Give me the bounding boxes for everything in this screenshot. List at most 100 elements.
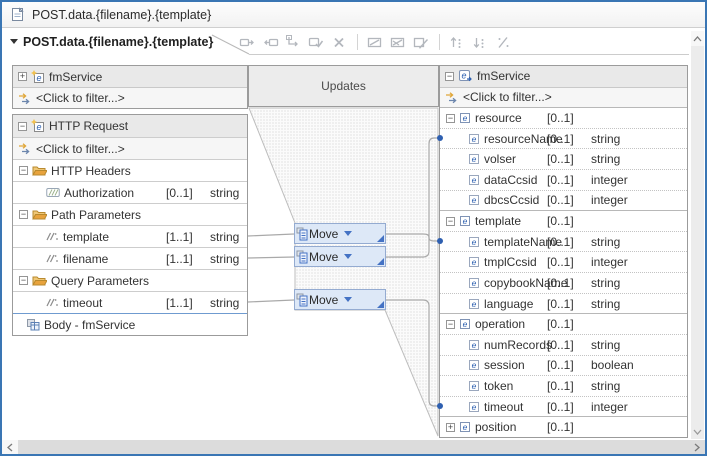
- wire-move1-to-templateName: [386, 233, 439, 242]
- body-row[interactable]: Body - fmService: [13, 313, 247, 335]
- element-row-session[interactable]: e session [0..1] boolean: [440, 354, 687, 376]
- active-map-tab[interactable]: POST.data.{filename}.{template}: [10, 28, 213, 55]
- cardinality: [0..1]: [547, 193, 574, 208]
- request-filter-row[interactable]: <Click to filter...>: [13, 137, 247, 159]
- cardinality: [0..1]: [547, 234, 574, 249]
- map-source-to-target-icon[interactable]: [239, 34, 256, 51]
- wire-timeout-to-move3: [247, 299, 295, 303]
- sort-ascending-icon[interactable]: [449, 34, 466, 51]
- wire-template-to-move1: [247, 233, 295, 237]
- element-row-template[interactable]: e template [0..1]: [440, 210, 687, 231]
- show-mapped-sources-icon[interactable]: [367, 34, 384, 51]
- field-label: template: [63, 229, 110, 244]
- element-row-resource[interactable]: e resource [0..1]: [440, 107, 687, 128]
- show-mapped-targets-icon[interactable]: [390, 34, 407, 51]
- field-row-template[interactable]: template [1..1] string: [13, 225, 247, 247]
- collapse-icon[interactable]: [445, 71, 454, 81]
- tab-dropdown-icon[interactable]: [10, 39, 18, 44]
- collapse-icon[interactable]: [19, 276, 28, 285]
- svg-text:e: e: [36, 122, 41, 132]
- global-element-icon: e: [31, 69, 44, 83]
- element-label: language: [484, 296, 534, 311]
- clear-filter-icon[interactable]: [495, 34, 512, 51]
- element-row-volser[interactable]: e volser [0..1] string: [440, 148, 687, 169]
- vertical-scrollbar[interactable]: [691, 31, 704, 439]
- http-request-title: HTTP Request: [49, 119, 129, 133]
- field-label: filename: [63, 251, 109, 266]
- transform-menu-icon[interactable]: [344, 231, 353, 236]
- element-row-position[interactable]: e position [0..1]: [440, 416, 687, 437]
- element-row-tmplCcsid[interactable]: e tmplCcsid [0..1] integer: [440, 251, 687, 272]
- element-label: dbcsCcsid: [484, 193, 540, 208]
- window-title: POST.data.{filename}.{template}: [32, 7, 212, 22]
- horizontal-scrollbar[interactable]: [2, 440, 705, 454]
- field-row-authorization[interactable]: Authorization [0..1] string: [13, 181, 247, 203]
- scroll-left-icon[interactable]: [2, 440, 18, 454]
- http-request-header[interactable]: e HTTP Request: [13, 115, 247, 137]
- field-row-timeout[interactable]: timeout [1..1] string: [13, 291, 247, 313]
- element-row-resourceName[interactable]: e resourceName [0..1] string: [440, 127, 687, 149]
- field-type: string: [210, 185, 240, 200]
- source-schema-header[interactable]: e fmService: [13, 66, 247, 87]
- group-row-query-parameters[interactable]: Query Parameters: [13, 269, 247, 291]
- group-row-path-parameters[interactable]: Path Parameters: [13, 203, 247, 225]
- element-row-dataCcsid[interactable]: e dataCcsid [0..1] integer: [440, 169, 687, 190]
- map-target-to-source-icon[interactable]: [262, 34, 279, 51]
- transform-corner-icon: [377, 235, 384, 242]
- field-row-filename[interactable]: filename [1..1] string: [13, 247, 247, 269]
- folder-icon: [32, 210, 47, 220]
- svg-text:e: e: [472, 195, 477, 205]
- move-transform-icon: [296, 250, 308, 264]
- cardinality: [0..1]: [547, 378, 574, 393]
- edit-map-icon[interactable]: [413, 34, 430, 51]
- element-row-token[interactable]: e token [0..1] string: [440, 375, 687, 396]
- move-transform-1[interactable]: Move: [294, 223, 386, 244]
- sort-descending-icon[interactable]: [472, 34, 489, 51]
- scroll-right-icon[interactable]: [689, 440, 705, 454]
- element-row-language[interactable]: e language [0..1] string: [440, 292, 687, 314]
- element-row-templateName[interactable]: e templateName [0..1] string: [440, 230, 687, 252]
- collapse-icon[interactable]: [446, 319, 455, 329]
- delete-transform-icon[interactable]: [331, 34, 348, 51]
- collapse-icon[interactable]: [18, 121, 27, 131]
- element-row-operation[interactable]: e operation [0..1]: [440, 313, 687, 334]
- scroll-up-icon[interactable]: [691, 31, 704, 46]
- move-transform-2[interactable]: Move: [294, 246, 386, 267]
- element-row-dbcsCcsid[interactable]: e dbcsCcsid [0..1] integer: [440, 189, 687, 211]
- collapse-icon[interactable]: [446, 216, 455, 226]
- auto-map-icon[interactable]: [308, 34, 325, 51]
- collapse-icon[interactable]: [446, 113, 455, 123]
- expand-icon[interactable]: [446, 422, 455, 432]
- element-icon: e: [469, 174, 479, 185]
- svg-text:e: e: [472, 154, 477, 164]
- source-filter-row[interactable]: <Click to filter...>: [13, 87, 247, 108]
- message-body-icon: [27, 319, 40, 331]
- create-connection-icon[interactable]: [285, 34, 302, 51]
- header-attribute-icon: [46, 188, 60, 197]
- transform-menu-icon[interactable]: [344, 254, 353, 259]
- field-type: string: [210, 295, 240, 310]
- element-icon: e: [469, 360, 479, 371]
- scroll-down-icon[interactable]: [691, 424, 704, 439]
- collapse-icon[interactable]: [19, 166, 28, 175]
- move-transform-3[interactable]: Move: [294, 289, 386, 310]
- element-icon: e: [460, 113, 470, 124]
- group-row-http-headers[interactable]: HTTP Headers: [13, 159, 247, 181]
- target-filter-row[interactable]: <Click to filter...>: [440, 86, 687, 108]
- collapse-icon[interactable]: [19, 210, 28, 219]
- transform-menu-icon[interactable]: [344, 297, 353, 302]
- element-label: resourceName: [484, 131, 563, 146]
- target-schema-header[interactable]: e fmService: [440, 66, 687, 87]
- cardinality: [0..1]: [547, 337, 574, 352]
- expand-icon[interactable]: [18, 72, 27, 81]
- cardinality: [0..1]: [547, 214, 574, 229]
- element-row-numRecords[interactable]: e numRecords [0..1] string: [440, 333, 687, 355]
- element-icon: e: [469, 257, 479, 268]
- cardinality: [0..1]: [547, 420, 574, 435]
- element-row-timeout[interactable]: e timeout [0..1] integer: [440, 395, 687, 417]
- element-row-copybookName[interactable]: e copybookName [0..1] string: [440, 272, 687, 293]
- toolbar-separator: [439, 34, 440, 50]
- tab-bar: POST.data.{filename}.{template}: [2, 28, 705, 55]
- title-bar: POST.data.{filename}.{template}: [2, 2, 705, 28]
